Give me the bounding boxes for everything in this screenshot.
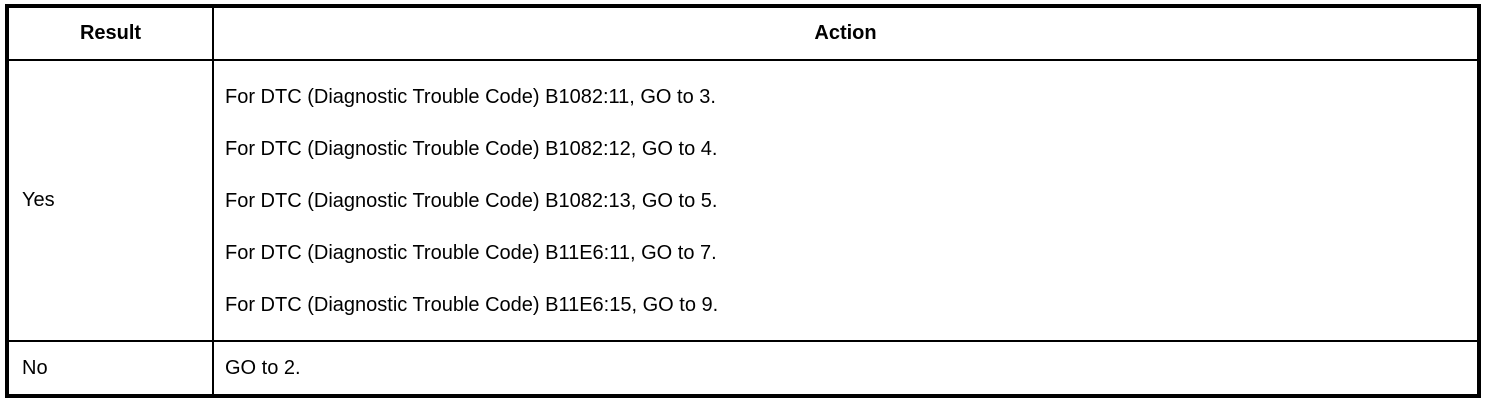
action-cell-yes: For DTC (Diagnostic Trouble Code) B1082:…: [212, 59, 1480, 342]
result-action-table: Result Action Yes For DTC (Diagnostic Tr…: [5, 4, 1481, 398]
action-cell-no: GO to 2.: [212, 340, 1480, 397]
action-line: For DTC (Diagnostic Trouble Code) B1082:…: [225, 189, 718, 212]
action-line: For DTC (Diagnostic Trouble Code) B1082:…: [225, 85, 716, 108]
table-row-no: No GO to 2.: [6, 340, 1480, 397]
result-cell-no: No: [6, 340, 214, 397]
table-row-yes: Yes For DTC (Diagnostic Trouble Code) B1…: [6, 59, 1480, 342]
column-header-result: Result: [6, 5, 214, 61]
action-line: For DTC (Diagnostic Trouble Code) B11E6:…: [225, 241, 717, 264]
table-header-row: Result Action: [6, 5, 1480, 61]
action-line: For DTC (Diagnostic Trouble Code) B11E6:…: [225, 293, 719, 316]
action-line: For DTC (Diagnostic Trouble Code) B1082:…: [225, 137, 718, 160]
column-header-action: Action: [212, 5, 1480, 61]
result-cell-yes: Yes: [6, 59, 214, 342]
dtc-table: Result Action Yes For DTC (Diagnostic Tr…: [5, 4, 1481, 398]
action-line: GO to 2.: [225, 356, 301, 379]
